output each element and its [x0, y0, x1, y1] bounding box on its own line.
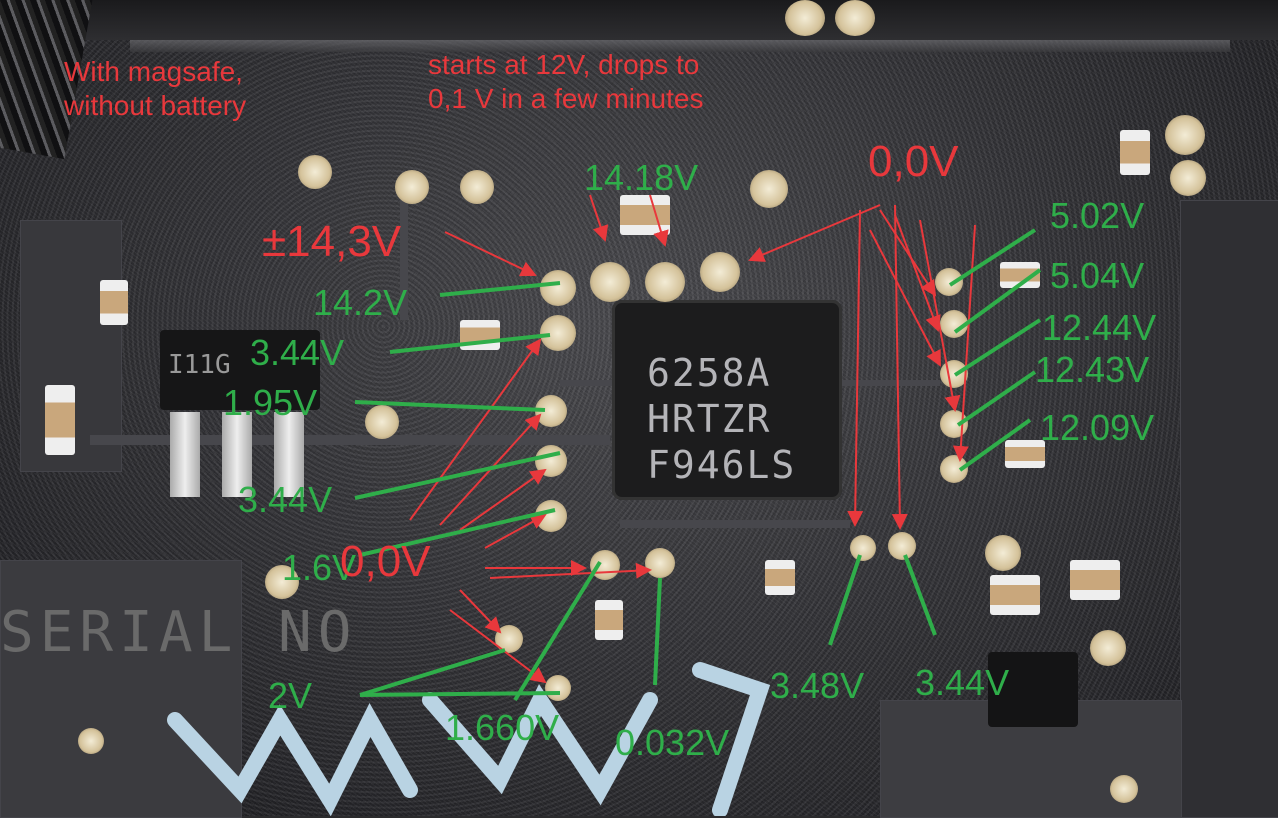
pad — [645, 262, 685, 302]
pad — [590, 550, 620, 580]
green-label-top: 14.18V — [584, 157, 699, 198]
green-label-right-4: 12.43V — [1035, 349, 1150, 390]
trace — [840, 380, 940, 386]
pad — [1165, 115, 1205, 155]
pad — [1110, 775, 1138, 803]
green-label-right-2: 5.04V — [1050, 255, 1145, 296]
green-label-left-3: 1.95V — [223, 382, 318, 423]
green-label-left-1: 14.2V — [313, 282, 408, 323]
trace — [90, 435, 610, 445]
chip-line-3: F946LS — [647, 443, 797, 487]
pad — [265, 565, 299, 599]
green-label-bottom-5: 3.44V — [915, 662, 1010, 703]
green-label-right-3: 12.44V — [1042, 307, 1157, 348]
chip-line-2: HRTZR — [647, 397, 772, 441]
capacitor — [595, 600, 623, 640]
green-label-right-1: 5.02V — [1050, 195, 1145, 236]
chip-line-1: 6258A — [647, 351, 772, 395]
green-label-bottom-2: 1.660V — [445, 707, 560, 748]
component-leg — [222, 412, 252, 497]
connector-strip — [130, 40, 1230, 52]
condition-line-1: With magsafe, — [64, 56, 243, 87]
pad — [1170, 160, 1206, 196]
green-label-bottom-1: 2V — [268, 675, 313, 716]
silkscreen-serial-no: SERIAL NO — [0, 600, 358, 665]
pad — [888, 532, 916, 560]
trace — [400, 200, 408, 320]
pad — [1090, 630, 1126, 666]
pad — [700, 252, 740, 292]
pad — [935, 268, 963, 296]
capacitor — [1070, 560, 1120, 600]
capacitor — [100, 280, 128, 325]
sot-marking: I11G — [168, 350, 231, 380]
green-label-left-4: 3.44V — [238, 479, 333, 520]
green-label-left-2: 3.44V — [250, 332, 345, 373]
ground-plane — [20, 220, 122, 472]
pad — [540, 315, 576, 351]
capacitor — [1005, 440, 1045, 468]
pad — [460, 170, 494, 204]
condition-note: With magsafe, without battery — [64, 55, 246, 123]
small-ic — [988, 652, 1078, 727]
trace — [560, 380, 620, 386]
red-label-left: ±14,3V — [262, 217, 402, 266]
pad — [850, 535, 876, 561]
pad — [78, 728, 104, 754]
ground-plane — [1180, 200, 1278, 818]
capacitor — [45, 385, 75, 455]
trace — [620, 520, 850, 528]
pad — [545, 675, 571, 701]
pad — [298, 155, 332, 189]
pad — [750, 170, 788, 208]
component-leg — [170, 412, 200, 497]
ic-chip: 6258A HRTZR F946LS — [612, 300, 842, 500]
capacitor — [620, 195, 670, 235]
green-label-bottom-3: 0.032V — [615, 722, 730, 763]
sot-component: I11G — [160, 330, 320, 410]
component-leg — [274, 412, 304, 497]
red-label-top-right: 0,0V — [868, 137, 959, 186]
pad — [365, 405, 399, 439]
pad — [395, 170, 429, 204]
behavior-line-2: 0,1 V in a few minutes — [428, 83, 704, 114]
pad — [940, 360, 968, 388]
capacitor — [990, 575, 1040, 615]
behavior-line-1: starts at 12V, drops to — [428, 49, 700, 80]
condition-line-2: without battery — [64, 90, 247, 121]
capacitor — [1120, 130, 1150, 175]
green-label-left-5: 1.6V — [282, 547, 357, 588]
ground-plane — [0, 560, 242, 818]
pad — [835, 0, 875, 36]
pad — [540, 270, 576, 306]
green-label-bottom-4: 3.48V — [770, 665, 865, 706]
capacitor — [765, 560, 795, 595]
pad — [590, 262, 630, 302]
pad — [785, 0, 825, 36]
behavior-note: starts at 12V, drops to 0,1 V in a few m… — [428, 48, 703, 116]
chip-marking: 6258A HRTZR F946LS — [647, 350, 796, 488]
pad — [985, 535, 1021, 571]
board-edge — [0, 0, 1278, 40]
green-label-right-5: 12.09V — [1040, 407, 1155, 448]
red-label-bottom-left: 0,0V — [340, 537, 431, 586]
